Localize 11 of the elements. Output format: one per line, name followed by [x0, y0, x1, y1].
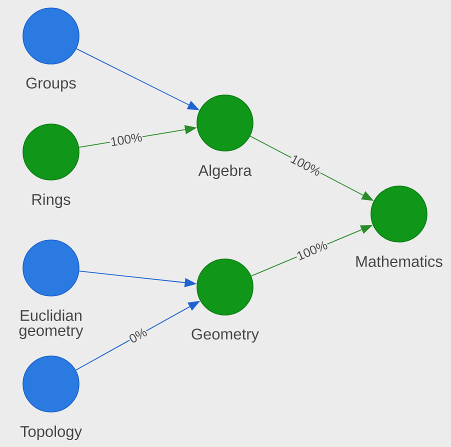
node-label: Euclidian geometry — [19, 310, 84, 340]
node-label: Geometry — [192, 328, 259, 343]
node-label: Algebra — [198, 164, 252, 180]
edge-label: 100% — [111, 132, 142, 146]
node-label: Groups — [26, 78, 76, 92]
edge-label: 100% — [297, 241, 328, 260]
edge-label: 0% — [130, 328, 147, 342]
node-label: Rings — [32, 194, 70, 208]
node-label: Mathematics — [356, 256, 442, 267]
edge-label: 100% — [290, 156, 320, 176]
node-label: Topology — [20, 426, 82, 440]
